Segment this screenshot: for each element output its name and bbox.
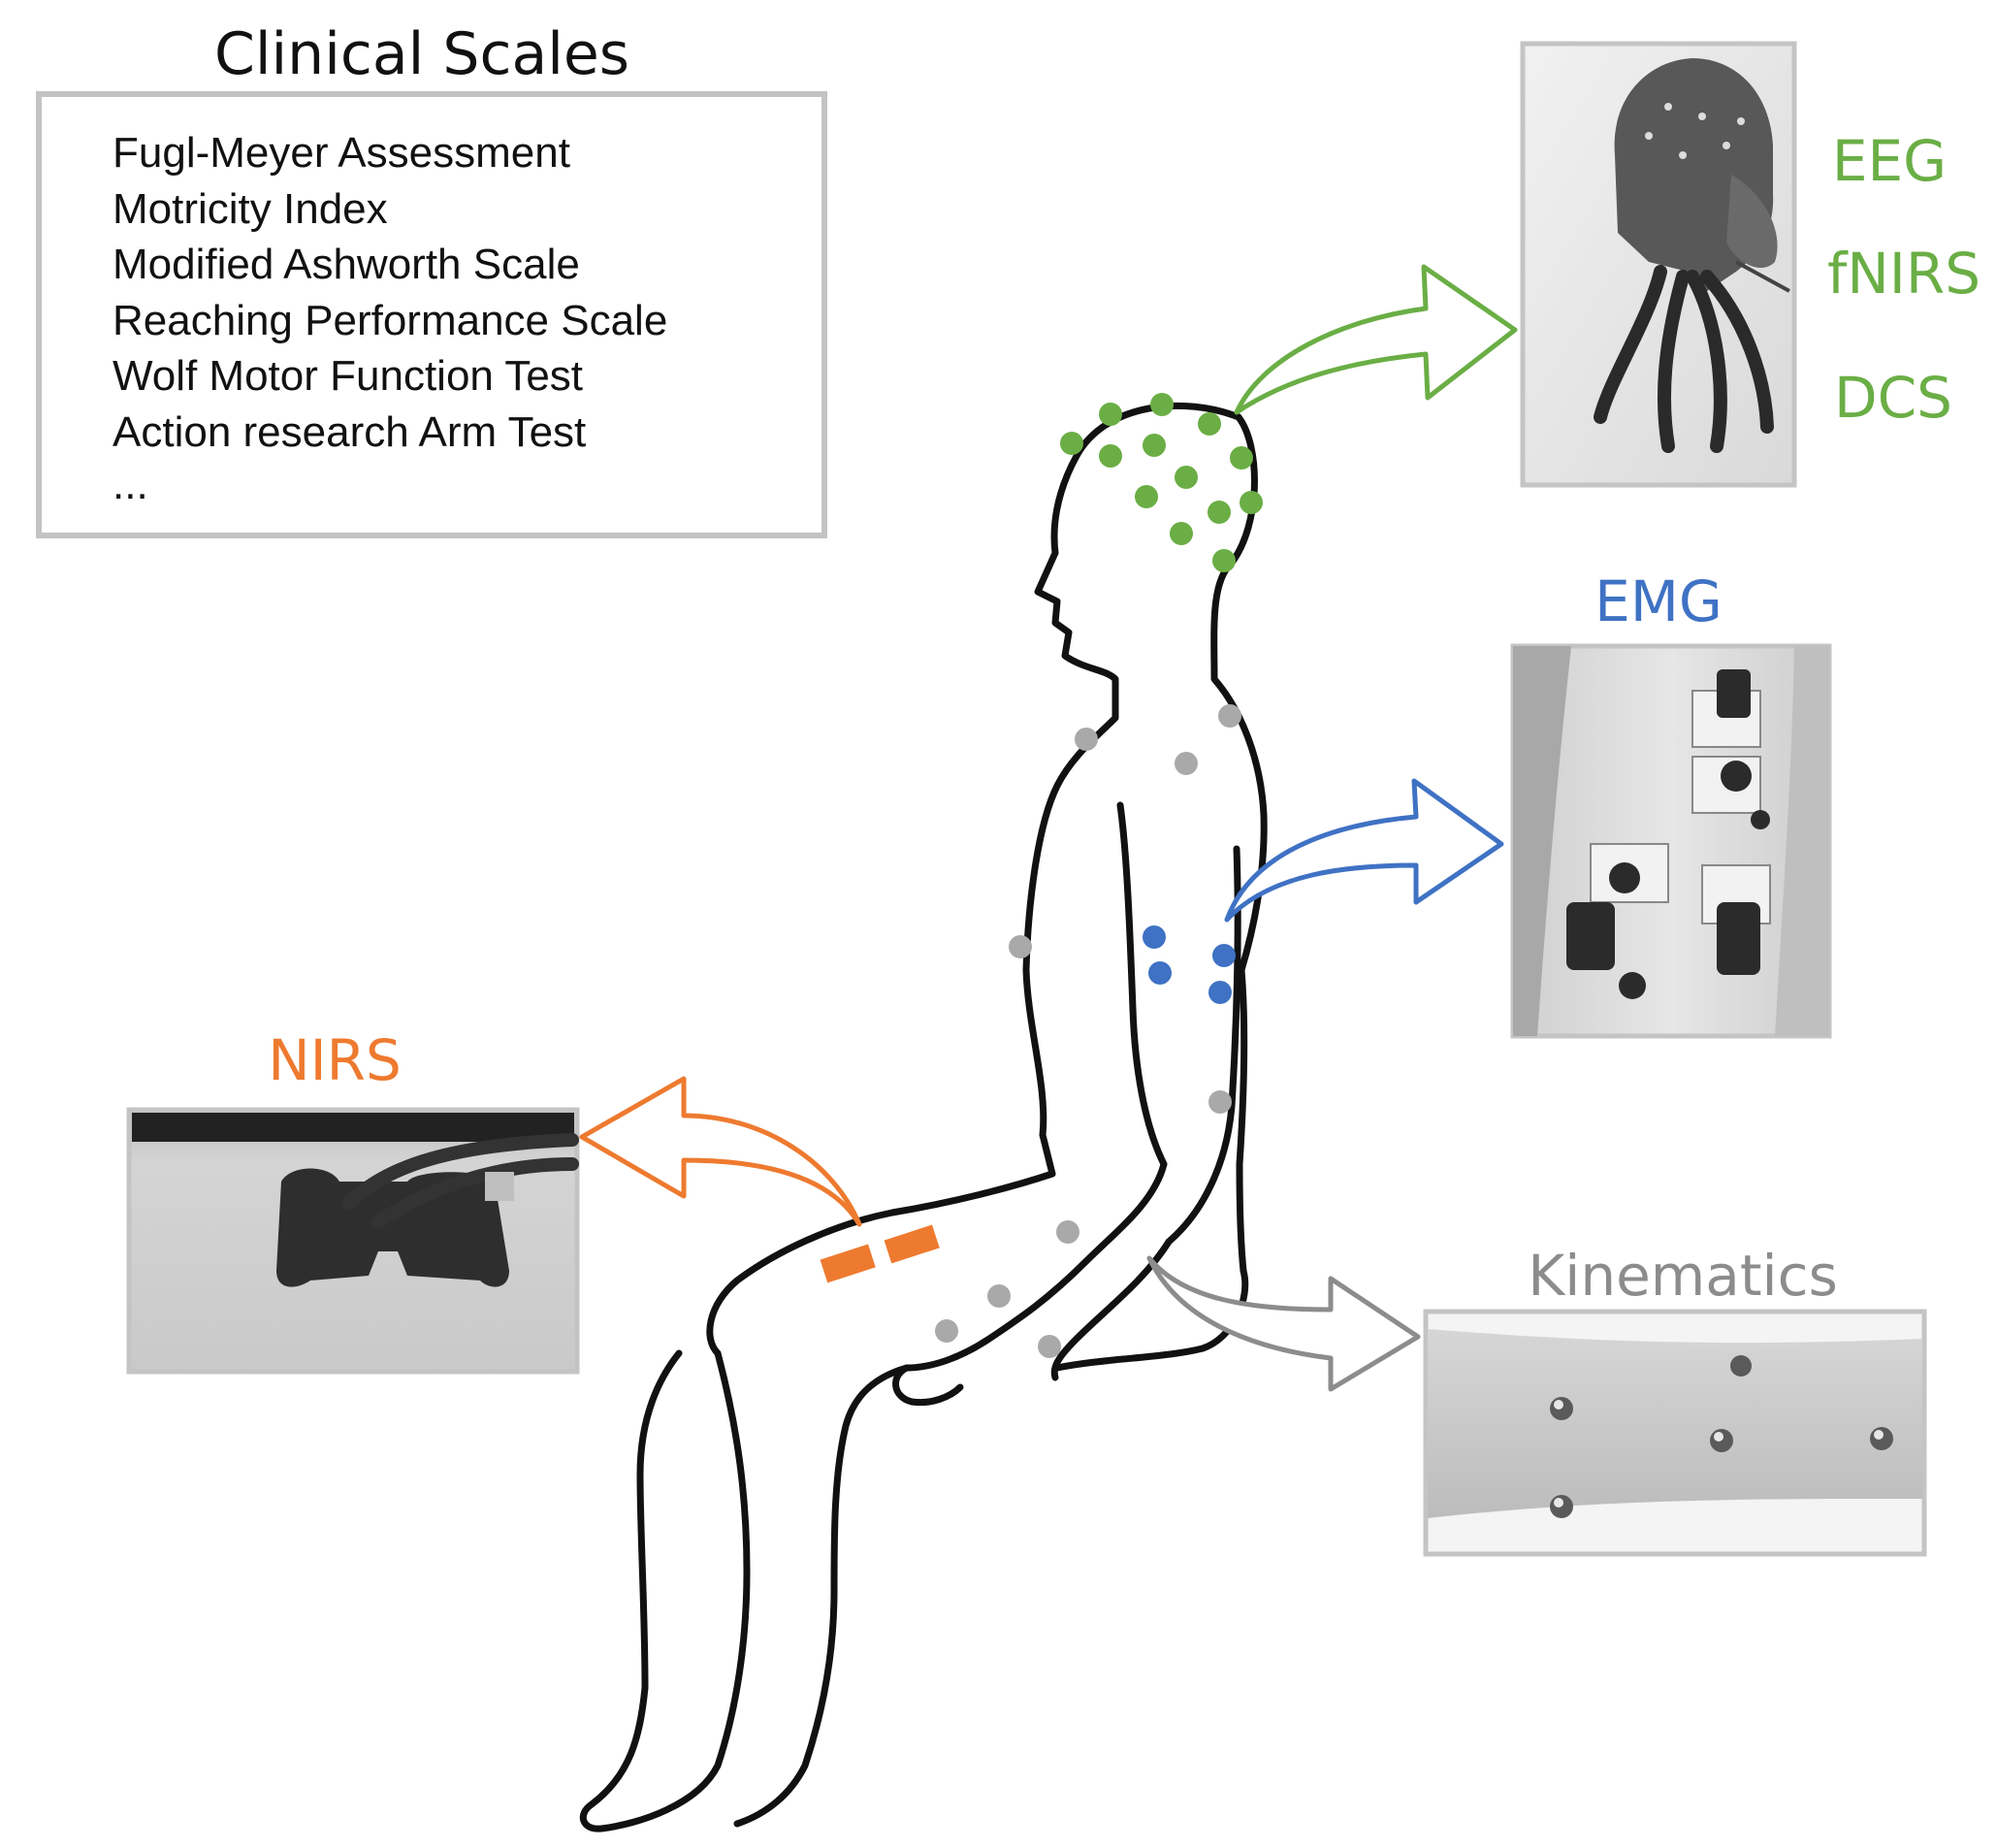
scale-item: ... [113,461,148,508]
kinematics-arrow [1146,1255,1421,1392]
clinical-scales-panel: Clinical Scales Fugl-Meyer Assessment Mo… [36,20,827,538]
kinematics-photo [1423,1309,1927,1557]
scale-item: Action research Arm Test [113,408,586,456]
emg-arrow [1224,778,1504,923]
nirs-arrow [579,1076,862,1227]
scale-item: Fugl-Meyer Assessment [113,129,570,177]
scale-item: Reaching Performance Scale [113,297,667,344]
clinical-scales-box [36,91,827,538]
scale-item: Wolf Motor Function Test [113,352,583,400]
emg-electrodes [1143,925,1236,1004]
fnirs-label: fNIRS [1827,241,1981,307]
scale-item: Motricity Index [113,185,388,233]
kinematics-label: Kinematics [1528,1243,1838,1309]
nirs-photo [126,1107,580,1375]
eeg-cap-photo [1520,41,1797,488]
eeg-arrow [1234,264,1518,415]
kinematic-markers [935,704,1241,1358]
nirs-probes [820,1224,940,1283]
nirs-label: NIRS [268,1027,402,1093]
eeg-label: EEG [1832,128,1947,194]
clinical-scales-title: Clinical Scales [214,20,629,88]
emg-photo [1510,643,1832,1039]
dcs-label: DCS [1834,365,1952,431]
eeg-electrodes [1060,393,1263,572]
scale-item: Modified Ashworth Scale [113,241,580,288]
emg-label: EMG [1594,568,1723,634]
